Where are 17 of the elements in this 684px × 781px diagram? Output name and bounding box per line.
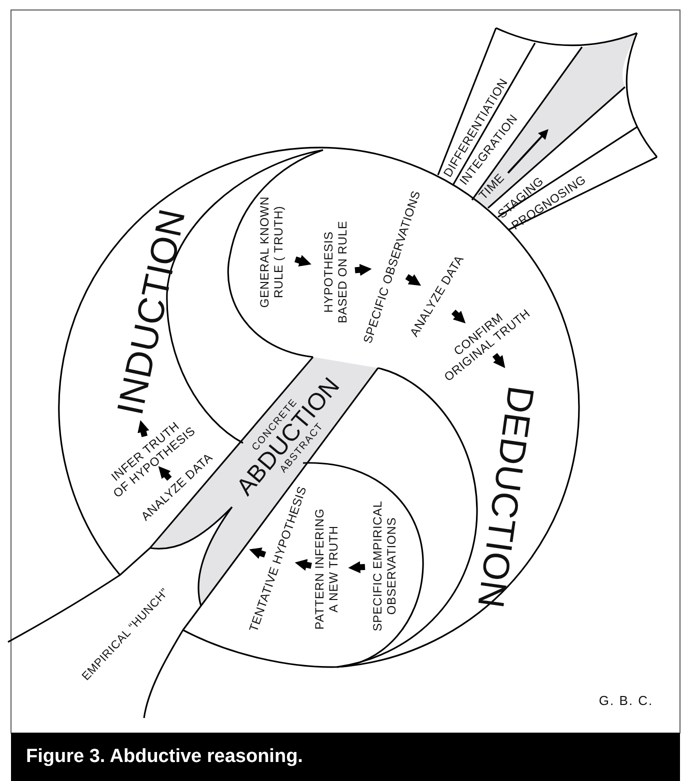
arrow — [451, 310, 466, 324]
arrow — [294, 558, 312, 571]
arrow — [405, 274, 422, 286]
step-label: HYPOTHESIS BASED ON RULE — [322, 202, 350, 342]
author-initials: G. B. C. — [598, 694, 654, 708]
arrow — [158, 466, 172, 481]
arrow — [249, 547, 266, 559]
figure-caption: Figure 3. Abductive reasoning. — [11, 733, 680, 781]
step-label: SPECIFIC EMPIRICAL OBSERVATIONS — [370, 476, 400, 656]
arrow — [348, 561, 366, 574]
section-title: DEDUCTION — [469, 383, 541, 611]
step-label: PATTERN INFERING A NEW TRUTH — [312, 489, 342, 649]
arrow — [294, 255, 312, 266]
arrow — [354, 264, 372, 276]
arrow — [138, 420, 150, 438]
step-label: GENERAL KNOWN RULE ( TRUTH) — [258, 177, 286, 327]
arrow — [492, 353, 506, 368]
